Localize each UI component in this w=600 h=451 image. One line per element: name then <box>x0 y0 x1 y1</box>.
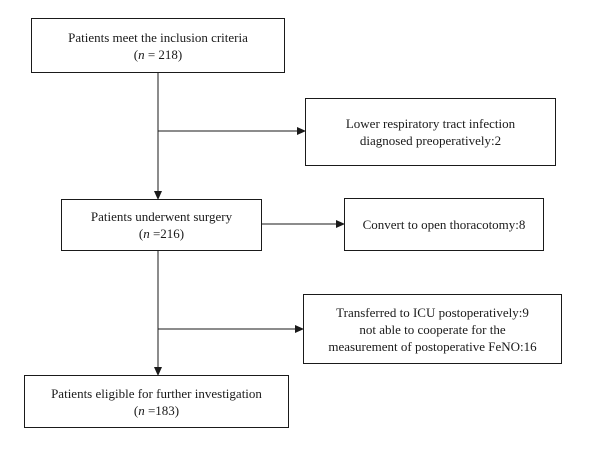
thoracotomy-label: Convert to open thoracotomy:8 <box>362 217 526 232</box>
lrti-exclusion-box: Lower respiratory tract infection diagno… <box>305 98 556 166</box>
icu-label-line1: Transferred to ICU postoperatively:9 <box>336 304 529 320</box>
surgery-label: Patients underwent surgery <box>90 209 233 224</box>
icu-exclusion-box: Transferred to ICU postoperatively:9 not… <box>303 294 562 364</box>
surgery-count: (n =216) <box>138 226 185 241</box>
surgery-box: Patients underwent surgery (n =216) <box>61 199 262 251</box>
lrti-label-line2: diagnosed preoperatively:2 <box>359 133 502 148</box>
thoracotomy-box: Convert to open thoracotomy:8 <box>344 198 544 251</box>
eligible-label: Patients eligible for further investigat… <box>51 385 262 401</box>
inclusion-criteria-label: Patients meet the inclusion criteria <box>68 29 248 45</box>
inclusion-criteria-box: Patients meet the inclusion criteria (n … <box>31 18 285 73</box>
eligible-box: Patients eligible for further investigat… <box>24 375 289 428</box>
icu-label-line3: measurement of postoperative FeNO:16 <box>328 338 537 354</box>
lrti-label-line1: Lower respiratory tract infection <box>345 116 516 131</box>
eligible-count: (n =183) <box>133 402 180 418</box>
inclusion-count: (n = 218) <box>133 46 183 62</box>
icu-label-line2: not able to cooperate for the <box>359 321 506 337</box>
